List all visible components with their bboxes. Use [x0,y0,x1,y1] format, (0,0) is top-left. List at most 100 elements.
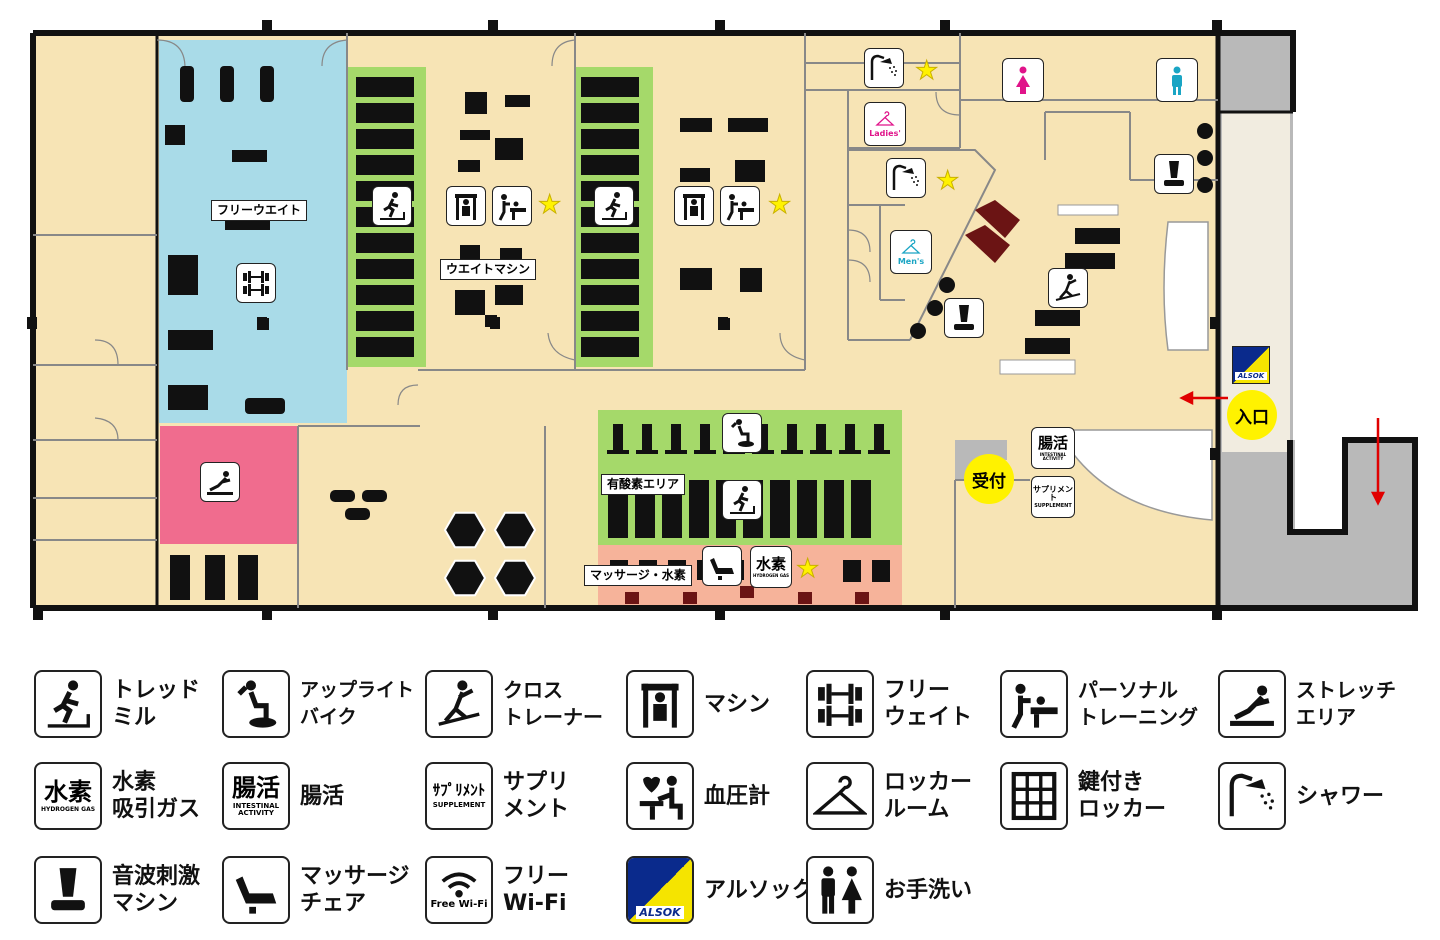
cross-trainer-map-icon [1048,268,1088,308]
alsok-map-icon: ALSOK [1232,346,1270,384]
blood-pressure-icon [626,762,694,830]
treadmill-unit [581,285,639,305]
legend-label: 血圧計 [704,783,771,809]
legend-item-treadmill: トレッド ミル [34,670,200,738]
bike-unit [816,424,826,452]
personal-training-map-icon [492,186,532,226]
bike-unit [607,450,629,454]
legend-item-supplement: ｻﾌﾟﾘﾒﾝﾄ SUPPLEMENT サプリ メント [425,762,569,830]
treadmill-unit [581,129,639,149]
free-weight-map-icon [236,263,276,303]
legend-label: 鍵付き ロッカー [1078,770,1167,822]
treadmill-unit [581,233,639,253]
cardio-zone-label: 有酸素エリア [601,474,686,495]
legend-label: アップライト バイク [300,679,415,728]
free-weight-zone-label: フリーウエイト [211,200,308,221]
sonic-machine-map-icon [944,298,984,338]
legend-label: ストレッチ エリア [1296,678,1396,729]
wifi-icon: Free Wi-Fi [425,856,493,924]
star-marker: ★ [935,166,960,196]
star-marker: ★ [767,190,792,220]
treadmill-unit [824,480,844,538]
legend-item-key-locker: 鍵付き ロッカー [1000,762,1166,830]
treadmill-unit [581,259,639,279]
treadmill-unit [356,129,414,149]
treadmill-unit [356,77,414,97]
massage-chair-icon [222,856,290,924]
key-locker-icon [1000,762,1068,830]
star-marker: ★ [914,56,939,86]
hanger-icon [875,111,895,126]
legend-label: サプリ メント [503,770,570,822]
legend-item-locker-room: ロッカー ルーム [806,762,972,830]
upright-bike-map-icon [722,413,762,453]
legend-label: クロス トレーナー [503,678,603,729]
legend-item-intestinal: 腸活 INTESTINAL ACTIVITY 腸活 [222,762,344,830]
bike-unit [636,450,658,454]
alsok-icon: ALSOK [626,856,694,924]
legend-item-upright-bike: アップライト バイク [222,670,414,738]
mens-locker-sign: Men's [890,230,932,274]
restroom-icon [806,856,874,924]
treadmill-unit [797,480,817,538]
hexagon-seat [493,511,537,549]
massage-hydrogen-zone-label: マッサージ・水素 [584,565,692,586]
sonic-machine-map-icon [1154,154,1194,194]
bike-unit [787,424,797,452]
legend-item-cross-trainer: クロス トレーナー [425,670,603,738]
hydrogen-icon: 水素 HYDROGEN GAS [34,762,102,830]
legend-item-personal-training: パーソナル トレーニング [1000,670,1198,738]
stretch-area-icon [1218,670,1286,738]
bike-unit [613,424,623,452]
womens-restroom-icon [1002,58,1044,102]
treadmill-unit [770,480,790,538]
personal-training-map-icon [720,186,760,226]
legend-label: フリー Wi-Fi [503,864,570,916]
bike-unit [700,424,710,452]
legend-item-machine: マシン [626,670,770,738]
star-marker: ★ [795,554,820,584]
treadmill-unit [689,480,709,538]
bike-unit [845,424,855,452]
treadmill-unit [356,103,414,123]
legend-item-wifi: Free Wi-Fi フリー Wi-Fi [425,856,569,924]
legend-label: マシン [704,691,771,717]
hanger-icon [901,239,921,254]
legend-label: アルソック [704,877,814,903]
machine-icon [626,670,694,738]
supplement-icon: ｻﾌﾟﾘﾒﾝﾄ SUPPLEMENT [425,762,493,830]
floor-plan [27,20,1418,620]
treadmill-unit [356,233,414,253]
legend-label: パーソナル トレーニング [1078,678,1198,729]
treadmill-unit [356,259,414,279]
stretch-area-map-icon [200,462,240,502]
cross-trainer-icon [425,670,493,738]
ladies-locker-sign: Ladies' [864,102,906,146]
shower-icon [1218,762,1286,830]
sonic-machine-icon [34,856,102,924]
shower-map-icon [886,158,926,198]
treadmill-unit [356,337,414,357]
legend-label: 水素 吸引ガス [112,770,201,822]
legend-item-stretch-area: ストレッチ エリア [1218,670,1396,738]
massage-chair-map-icon [702,546,742,586]
upright-bike-icon [222,670,290,738]
bike-unit [874,424,884,452]
star-marker: ★ [537,190,562,220]
bike-unit [752,450,774,454]
mens-restroom-icon [1156,58,1198,102]
machine-map-icon [446,186,486,226]
treadmill-map-icon [594,186,634,226]
legend-item-sonic-machine: 音波刺激 マシン [34,856,200,924]
massage-seat [872,560,890,582]
treadmill-unit [356,155,414,175]
hexagon-seat [443,559,487,597]
machine-map-icon [674,186,714,226]
treadmill-unit [581,77,639,97]
entrance-marker: 入口 [1227,390,1277,440]
bike-unit [642,424,652,452]
bike-unit [781,450,803,454]
free-weight-icon [806,670,874,738]
bike-unit [665,450,687,454]
treadmill-icon [34,670,102,738]
